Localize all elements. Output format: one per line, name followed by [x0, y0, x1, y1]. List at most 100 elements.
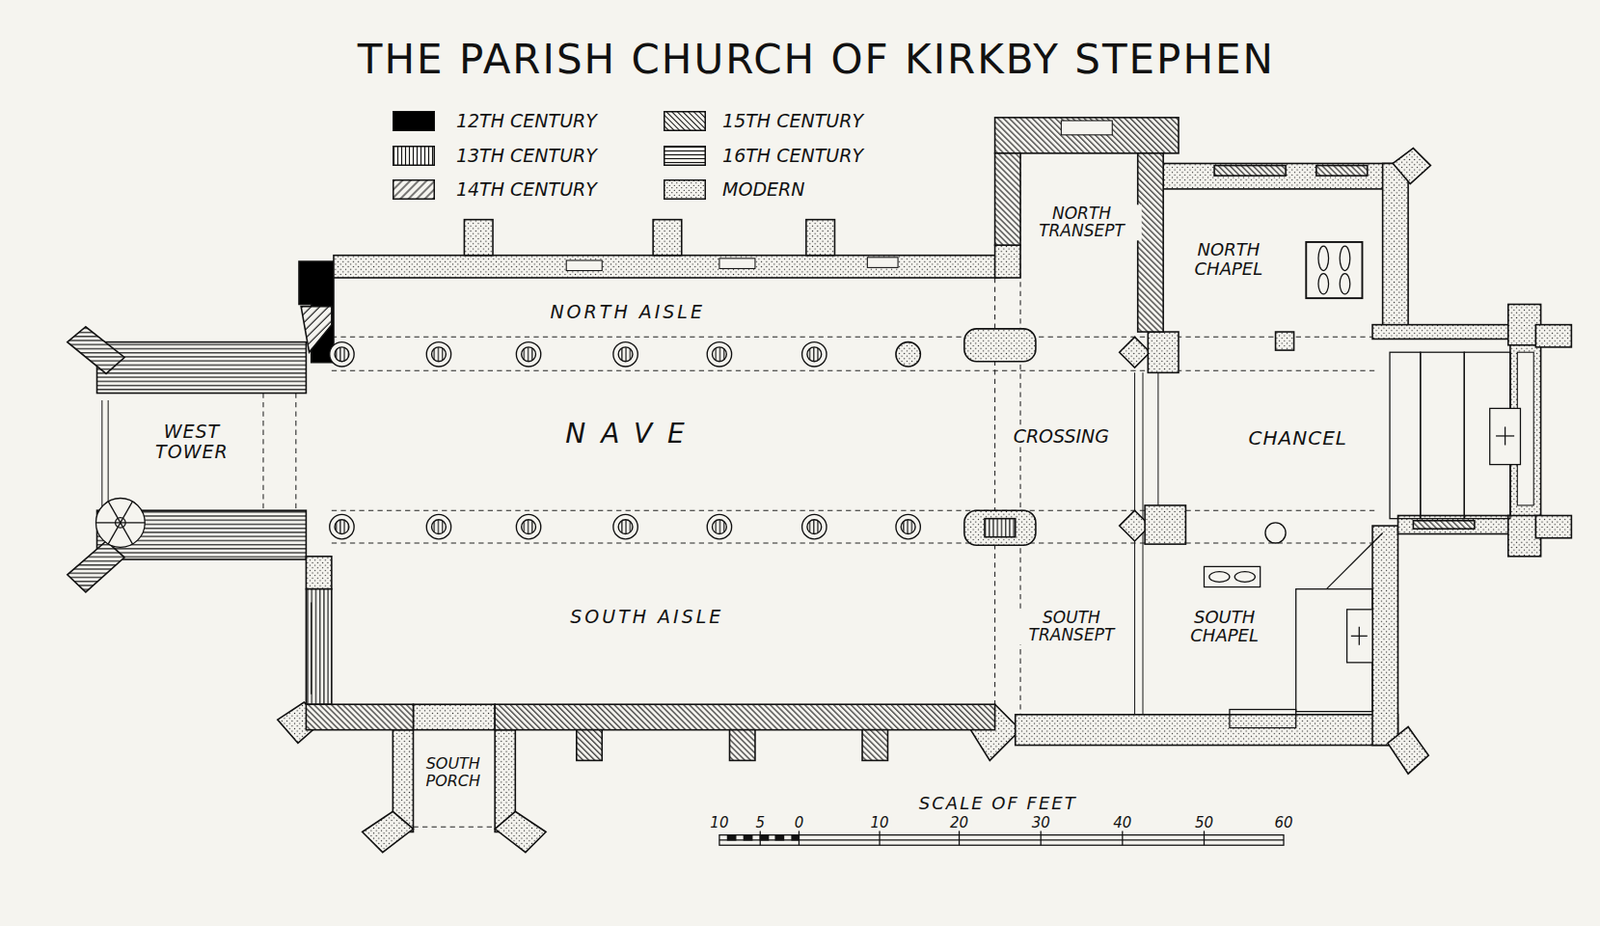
- wall-15th: [1214, 165, 1286, 177]
- wall-modern: [1383, 162, 1409, 332]
- legend-text: 14TH CENTURY: [456, 178, 597, 200]
- window: [719, 258, 756, 270]
- scale-bar: [1040, 830, 1042, 845]
- wall-modern: [494, 811, 546, 852]
- wall-13th: [305, 518, 1015, 706]
- legend-item: 13TH CENTURY: [392, 144, 597, 166]
- stair-turret: [120, 522, 134, 544]
- stair-turret: [95, 521, 120, 523]
- wall-modern: [652, 219, 682, 256]
- wall-15th: [576, 730, 602, 761]
- legend-item: 12TH CENTURY: [392, 109, 597, 132]
- wall-15th: [862, 730, 888, 761]
- wall-modern: [895, 342, 921, 367]
- legend-item: MODERN: [663, 178, 806, 200]
- room-label: NORTH CHAPEL: [1174, 240, 1283, 279]
- scale-number: 5: [752, 814, 768, 832]
- scale-number: 20: [947, 814, 972, 832]
- wall-modern: [1372, 325, 1516, 340]
- legend-text: 16TH CENTURY: [722, 144, 864, 166]
- room-label: CHANCEL: [1246, 427, 1351, 449]
- furnishing: [1318, 245, 1329, 271]
- pier: [613, 342, 638, 367]
- furnishing: [1490, 407, 1521, 464]
- room-label: SOUTH TRANSEPT: [1011, 608, 1133, 645]
- scale-bar: [798, 830, 800, 845]
- wall-15th: [305, 117, 1474, 761]
- legend-swatch: [392, 145, 435, 166]
- legend-swatch: [663, 111, 706, 132]
- pier: [618, 347, 633, 362]
- pier: [521, 347, 537, 362]
- furnishing: [1495, 434, 1515, 436]
- pier: [432, 347, 447, 362]
- scale-bar: [1203, 830, 1205, 845]
- furnishing: [1229, 709, 1297, 729]
- legend-text: 13TH CENTURY: [456, 144, 597, 166]
- legend-swatch: [663, 179, 706, 200]
- wall-modern: [964, 328, 1036, 362]
- pier: [515, 514, 541, 539]
- pier: [1265, 522, 1286, 543]
- wall-12th: [298, 261, 334, 363]
- scale-bar: [727, 835, 735, 841]
- wall-modern: [1535, 515, 1572, 538]
- window: [867, 257, 898, 269]
- window: [1060, 120, 1112, 136]
- pier: [334, 519, 350, 535]
- legend-swatch: [663, 145, 706, 165]
- screen-line: [1134, 372, 1136, 714]
- legend-swatch: [392, 145, 435, 166]
- wall-modern: [1147, 331, 1179, 373]
- scale-bar: [1121, 830, 1123, 845]
- screen-line: [1157, 372, 1159, 506]
- arcade-line: [331, 510, 1378, 512]
- room-label: CROSSING: [1010, 425, 1112, 446]
- window: [311, 120, 1535, 695]
- legend-swatch: [663, 179, 706, 200]
- pier: [706, 342, 732, 367]
- legend-swatch: [392, 179, 435, 200]
- furnishing: [1318, 273, 1329, 295]
- wall-modern: [1372, 525, 1398, 745]
- wall-16th: [67, 541, 125, 593]
- wall-15th: [995, 153, 1021, 245]
- screen-line: [101, 400, 103, 511]
- pier: [895, 514, 921, 539]
- room-label: SOUTH AISLE: [567, 606, 727, 627]
- scale-number: 60: [1271, 814, 1296, 832]
- wall-15th: [729, 730, 755, 761]
- furnishing: [1203, 242, 1520, 729]
- wall-modern: [1144, 505, 1186, 544]
- wall-15th: [494, 704, 995, 730]
- legend-swatch: [393, 179, 435, 199]
- wall-modern: [1275, 331, 1295, 351]
- wall-16th: [67, 326, 125, 375]
- window: [310, 601, 312, 694]
- pier: [706, 514, 732, 539]
- legend-item: 16TH CENTURY: [663, 144, 864, 166]
- stair-turret: [108, 522, 121, 544]
- wall-16th: [67, 326, 307, 593]
- legend-swatch: [393, 145, 435, 165]
- wall-modern: [1535, 325, 1572, 348]
- room-label: SOUTH PORCH: [414, 755, 492, 789]
- room-label: SOUTH CHAPEL: [1170, 607, 1279, 647]
- pier: [613, 514, 638, 539]
- pier: [521, 519, 537, 535]
- arcade-line: [262, 393, 264, 512]
- pier: [618, 519, 633, 535]
- furnishing: [1296, 589, 1373, 712]
- stair-turret: [95, 498, 145, 548]
- furnishing: [1351, 635, 1368, 637]
- pier: [802, 514, 827, 539]
- scale-bar: [958, 830, 960, 845]
- title: THE PARISH CHURCH OF KIRKBY STEPHEN: [357, 35, 1275, 83]
- screen-line: [108, 400, 109, 511]
- wall-15th: [305, 704, 413, 730]
- wall-16th: [97, 342, 307, 394]
- wall-12th: [298, 261, 334, 363]
- wall-modern: [463, 219, 493, 256]
- wall-15th: [1412, 520, 1474, 529]
- legend-swatch: [392, 110, 435, 132]
